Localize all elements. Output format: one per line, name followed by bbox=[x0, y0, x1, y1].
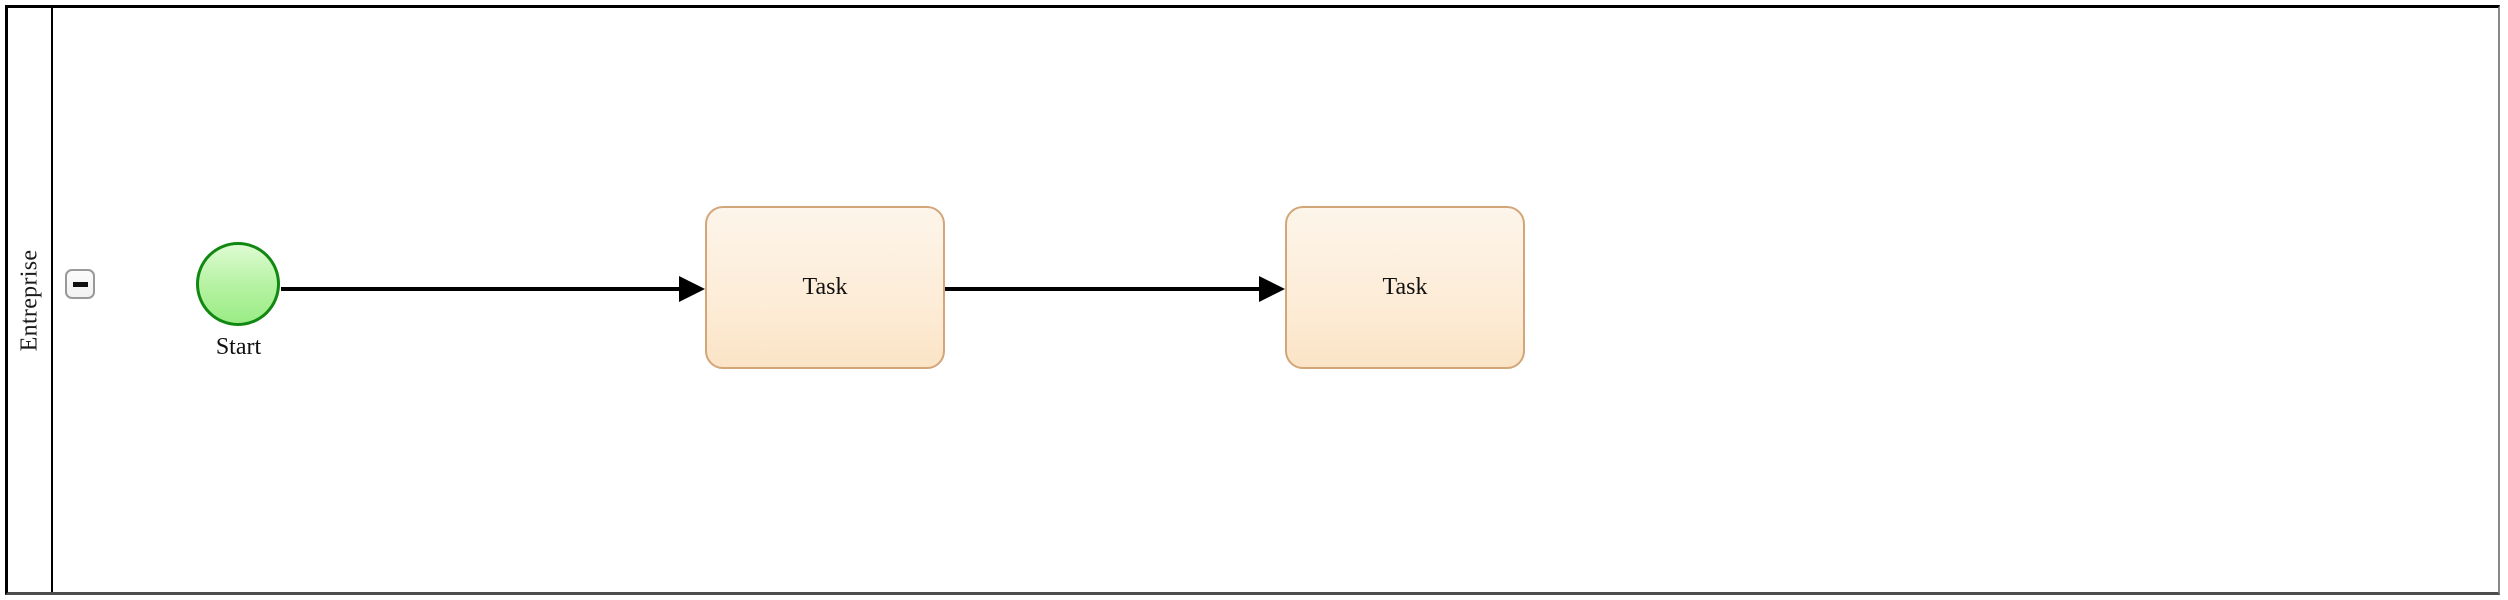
pool-collapse-button[interactable] bbox=[65, 269, 95, 299]
task-node-1[interactable]: Task bbox=[705, 206, 945, 369]
pool-label: Entreprise bbox=[16, 249, 42, 351]
minus-icon bbox=[72, 281, 88, 287]
sequence-flow-1[interactable] bbox=[281, 287, 679, 291]
sequence-flow-1-arrowhead-icon bbox=[679, 276, 705, 302]
task-node-2[interactable]: Task bbox=[1285, 206, 1525, 369]
task-label-2: Task bbox=[1382, 274, 1428, 300]
sequence-flow-2[interactable] bbox=[945, 287, 1259, 291]
pool-entreprise[interactable]: Entreprise Start Task Task bbox=[5, 5, 2500, 595]
task-label-1: Task bbox=[802, 274, 848, 300]
pool-label-lane: Entreprise bbox=[8, 8, 53, 592]
start-event-node[interactable] bbox=[196, 242, 280, 326]
pool-body: Start Task Task bbox=[53, 8, 2498, 592]
sequence-flow-2-arrowhead-icon bbox=[1259, 276, 1285, 302]
start-event-label: Start bbox=[215, 334, 262, 360]
